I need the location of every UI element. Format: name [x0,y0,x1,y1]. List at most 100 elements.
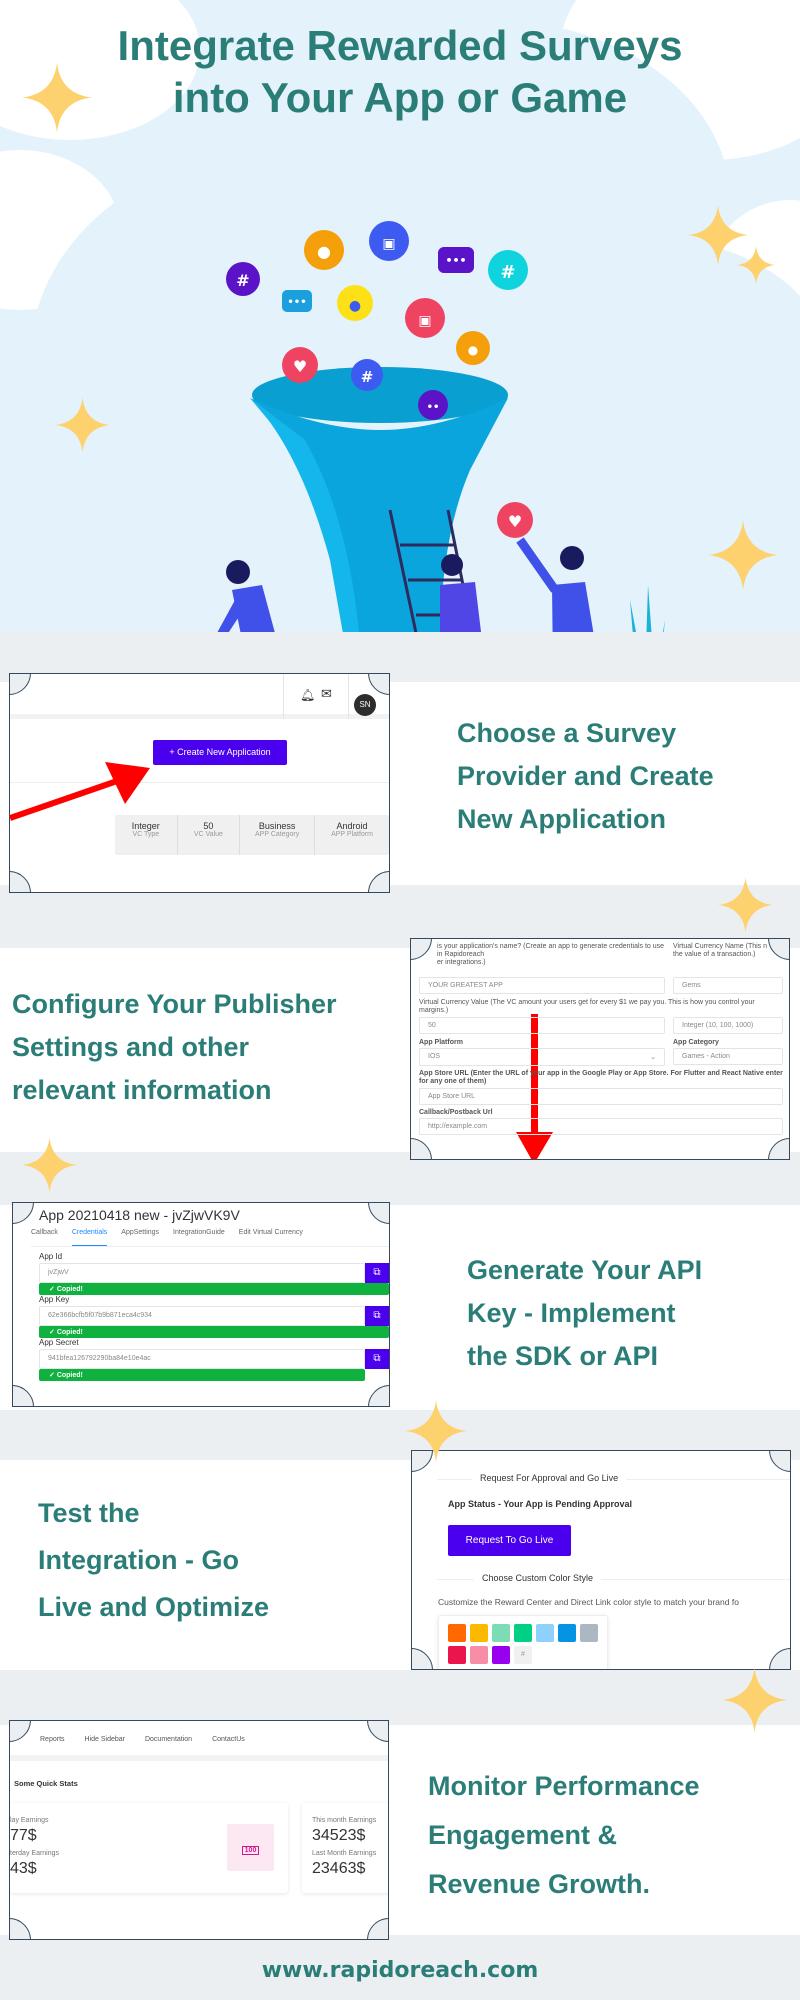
color-swatch[interactable] [492,1624,510,1642]
copy-app-id-button[interactable]: ⧉ [365,1263,389,1283]
hero-title-line2: into Your App or Game [172,74,628,121]
app-status: App Status - Your App is Pending Approva… [448,1499,633,1509]
nav-reports[interactable]: Reports [40,1736,65,1743]
platform-select[interactable]: IOS⌄ [419,1048,665,1066]
tab-credentials[interactable]: Credentials [71,1229,108,1246]
color-picker: # [438,1615,608,1669]
today-earnings-value: 77$ [10,1827,37,1844]
website-url[interactable]: www.rapidoreach.com [261,1958,539,1983]
app-title: App 20210418 new - jvZjwVK9V [39,1207,240,1223]
app-name-input[interactable]: YOUR GREATEST APP [419,977,665,994]
app-id-label: App Id [39,1252,63,1261]
vc-value-input[interactable]: 50 [419,1017,665,1034]
vc-name-input[interactable]: Gems [673,977,783,994]
tab-callback[interactable]: Callback [31,1229,58,1236]
screenshot-publisher-settings: is your application's name? (Create an a… [410,938,790,1160]
color-swatch[interactable] [580,1624,598,1642]
store-url-label: App Store URL (Enter the URL of your app… [419,1070,783,1085]
sparkle-icon [22,1137,77,1193]
app-id-input[interactable]: jvZjwV [39,1263,365,1283]
screenshot-go-live: Request For Approval and Go Live App Sta… [411,1450,791,1670]
yesterday-earnings-value: 43$ [10,1860,37,1877]
svg-text:●: ● [317,242,331,261]
app-secret-input[interactable]: 941bfea126792290ba84e10e4ac [39,1349,365,1369]
red-arrow [10,762,150,821]
screenshot-create-application: 🔔︎ ✉ SN + Create New Application Integer… [9,673,390,893]
color-style-description: Customize the Reward Center and Direct L… [438,1597,739,1607]
copied-status: ✓ Copied! [39,1283,389,1295]
platform-label: App Platform [419,1039,463,1046]
callback-input[interactable]: http://example.com [419,1118,783,1135]
hero-section: $ ♥ # ● ▣ ••• # ••• ● ▣ ● ♥ # [0,0,800,632]
category-select[interactable]: Games - Action [673,1048,783,1065]
color-swatch[interactable] [558,1624,576,1642]
sparkle-icon [718,877,773,933]
tab-appsettings[interactable]: AppSettings [121,1229,160,1236]
funnel-illustration: $ ♥ # ● ▣ ••• # ••• ● ▣ ● ♥ # [217,221,665,632]
go-live-section-title: Request For Approval and Go Live [472,1473,627,1483]
svg-text:●: ● [349,298,361,314]
color-swatch[interactable] [470,1646,488,1664]
svg-text:•••: ••• [287,297,306,308]
quick-stats-heading: Some Quick Stats [14,1779,78,1788]
monthly-earnings-card: This month Earnings 34523$ Last Month Ea… [302,1803,388,1893]
avatar[interactable]: SN [354,694,376,716]
copied-status: ✓ Copied! [39,1369,365,1381]
copy-app-secret-button[interactable]: ⧉ [365,1349,389,1369]
copy-icon: ⧉ [373,1267,381,1278]
svg-text:#: # [361,368,374,386]
red-arrow [516,1014,553,1159]
sparkle-icon [708,520,778,590]
chevron-down-icon: ⌄ [650,1054,656,1061]
mail-icon[interactable]: ✉ [321,686,332,701]
svg-text:#: # [500,262,515,283]
app-secret-label: App Secret [39,1338,79,1347]
tab-integrationguide[interactable]: IntegrationGuide [173,1229,225,1236]
vc-type-input[interactable]: Integer (10, 100, 1000) [673,1017,783,1034]
category-label: App Category [673,1039,719,1046]
money-icon: 100 [227,1824,274,1871]
color-swatch[interactable] [448,1646,466,1664]
store-url-input[interactable]: App Store URL [419,1088,783,1105]
svg-text:♥: ♥ [508,512,522,531]
nav-hide-sidebar[interactable]: Hide Sidebar [84,1736,125,1743]
app-key-label: App Key [39,1295,70,1304]
hero-title-line1: Integrate Rewarded Surveys [117,22,683,69]
last-month-earnings-value: 23463$ [312,1860,366,1877]
app-name-label: is your application's name? (Create an a… [437,943,665,966]
nav-contactus[interactable]: ContactUs [212,1736,245,1743]
app-key-input[interactable]: 62e366bcfb5f07b9b871eca4c934 [39,1306,365,1326]
bell-icon[interactable]: 🔔︎ [300,688,316,702]
copy-app-key-button[interactable]: ⧉ [365,1306,389,1326]
color-swatch[interactable] [536,1624,554,1642]
sparkle-icon [722,1667,787,1733]
color-swatch[interactable] [470,1624,488,1642]
copy-icon: ⧉ [373,1310,381,1321]
vc-value-label: Virtual Currency Value (The VC amount yo… [419,999,755,1014]
color-swatch[interactable] [448,1624,466,1642]
hex-input[interactable]: # [514,1646,532,1664]
color-swatch[interactable] [514,1624,532,1642]
svg-text:••: •• [427,402,440,413]
sparkle-icon [22,62,92,133]
sparkle-icon [55,397,110,453]
sparkle-icon [688,205,748,265]
svg-text:●: ● [468,343,478,357]
color-swatch[interactable] [492,1646,510,1664]
svg-text:#: # [236,271,249,290]
credentials-tabs: Callback Credentials AppSettings Integra… [31,1229,389,1247]
create-new-application-button[interactable]: + Create New Application [153,740,287,765]
nav-documentation[interactable]: Documentation [144,1736,193,1743]
sparkle-icon [737,246,775,284]
tab-edit-virtual-currency[interactable]: Edit Virtual Currency [238,1229,303,1236]
callback-label: Callback/Postback Url [419,1109,493,1116]
request-to-go-live-button[interactable]: Request To Go Live [448,1525,571,1556]
